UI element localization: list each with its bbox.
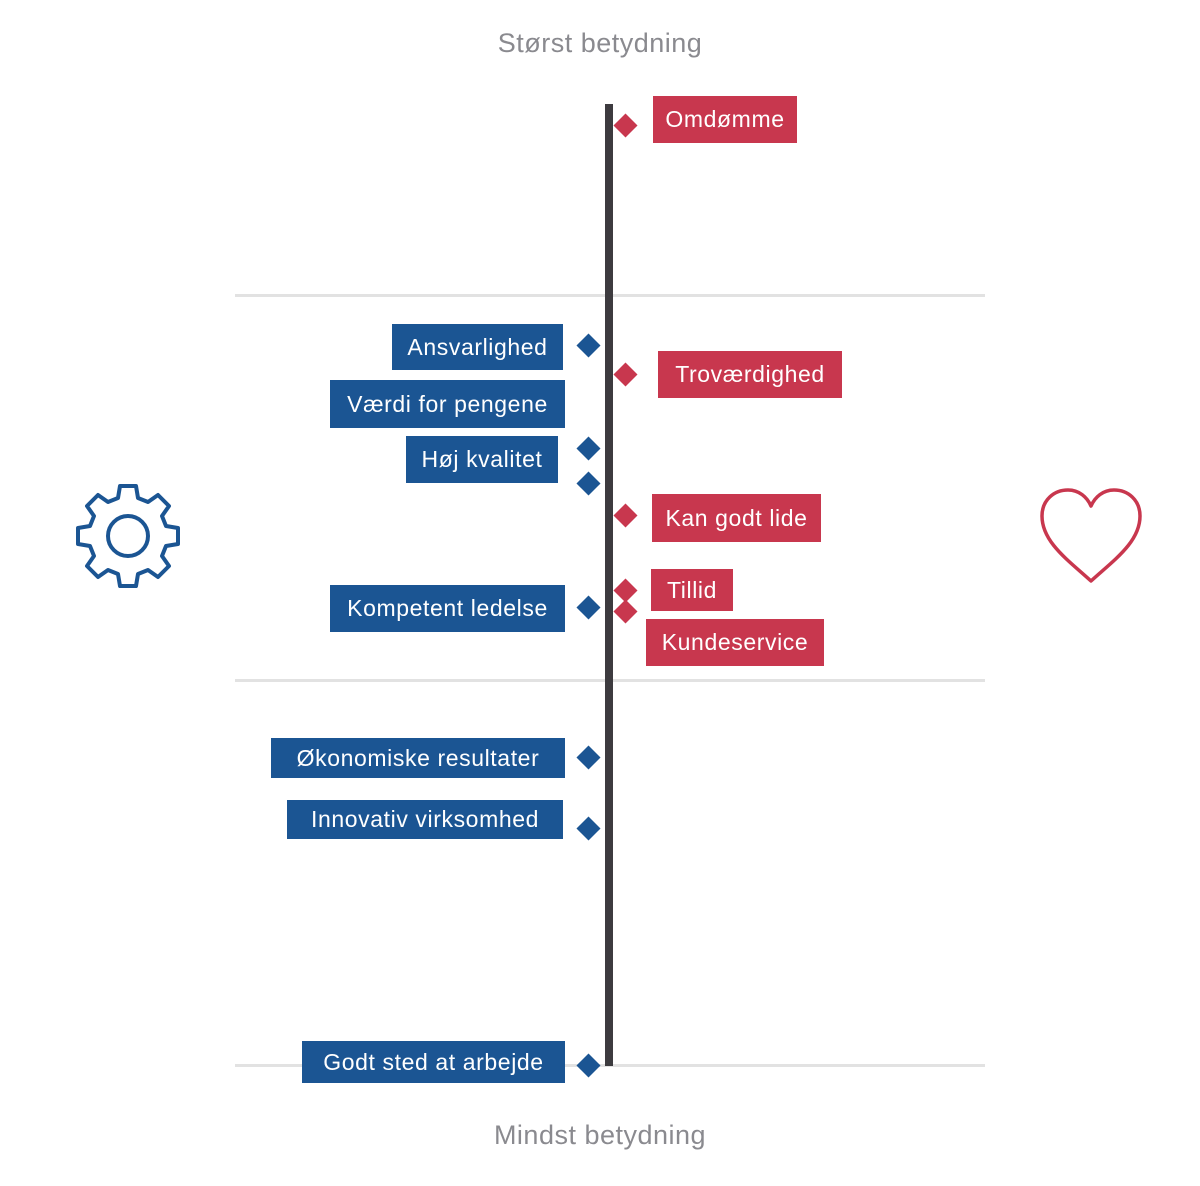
tag-trovaerdighed: Troværdighed (658, 351, 842, 398)
diamond-kompetent-ledelse (576, 595, 601, 620)
tag-tillid: Tillid (651, 569, 733, 611)
tag-kompetent-ledelse: Kompetent ledelse (330, 585, 565, 632)
diamond-okonomiske-resultater (576, 745, 601, 770)
tag-ansvarlighed: Ansvarlighed (392, 324, 563, 370)
diamond-hoj-kvalitet (576, 436, 601, 461)
tag-godt-sted-at-arbejde: Godt sted at arbejde (302, 1041, 565, 1083)
diamond-kan-godt-lide (613, 503, 638, 528)
diamond-kundeservice (613, 599, 638, 624)
tag-kundeservice: Kundeservice (646, 619, 824, 666)
tag-kan-godt-lide: Kan godt lide (652, 494, 821, 542)
diamond-ansvarlighed (576, 333, 601, 358)
importance-spine (605, 104, 613, 1066)
tag-innovativ-virksomhed: Innovativ virksomhed (287, 800, 563, 839)
top-axis-label: Størst betydning (497, 28, 703, 58)
tag-omdomme: Omdømme (653, 96, 797, 143)
diamond-omdomme (613, 113, 638, 138)
diamond-innovativ-virksomhed (576, 816, 601, 841)
tag-okonomiske-resultater: Økonomiske resultater (271, 738, 565, 778)
diamond-godt-sted-at-arbejde (576, 1053, 601, 1078)
tag-hoj-kvalitet: Høj kvalitet (406, 436, 558, 483)
bottom-axis-label: Mindst betydning (493, 1120, 707, 1150)
heart-icon (1040, 488, 1142, 583)
diamond-vaerdi-for-pengene (576, 471, 601, 496)
diamond-trovaerdighed (613, 362, 638, 387)
gear-icon (76, 484, 180, 588)
tag-vaerdi-for-pengene: Værdi for pengene (330, 380, 565, 428)
